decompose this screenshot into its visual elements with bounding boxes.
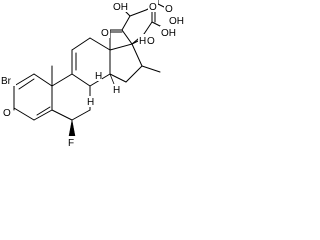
- bond-c17-c20: [121, 29, 133, 45]
- label-top-acid-oxygen: O: [165, 4, 173, 15]
- label-ring-a-ketone-oxygen: O: [3, 108, 11, 119]
- label-c17-hydroxyl-o: O: [147, 36, 155, 47]
- label-fluorine: F: [68, 138, 74, 149]
- label-h-c14: H: [113, 85, 120, 96]
- ring-a: [13, 73, 53, 121]
- ring-b: [51, 73, 91, 121]
- ring-c: [71, 37, 111, 87]
- label-c17-hydroxyl-h: H: [139, 36, 146, 47]
- label-side-acid-oxygen: O: [149, 2, 157, 13]
- label-side-acid-hydroxyl: OH: [161, 28, 176, 39]
- label-h-c8: H: [95, 71, 102, 82]
- stereo-h-c14: [109, 73, 115, 85]
- ring-d: [109, 43, 143, 83]
- label-ketone-oxygen: O: [101, 28, 109, 39]
- label-top-acid-hydroxyl: OH: [169, 16, 184, 27]
- label-h-c9: H: [87, 97, 94, 108]
- bond-c6-f: [68, 119, 76, 137]
- bond-c16-methyl: [141, 65, 161, 73]
- label-bromine: Br: [1, 76, 12, 87]
- molecule-structure: OH O OH O O OH H O Br O F H H H: [0, 0, 186, 149]
- label-top-hydroxyl: OH: [113, 2, 128, 13]
